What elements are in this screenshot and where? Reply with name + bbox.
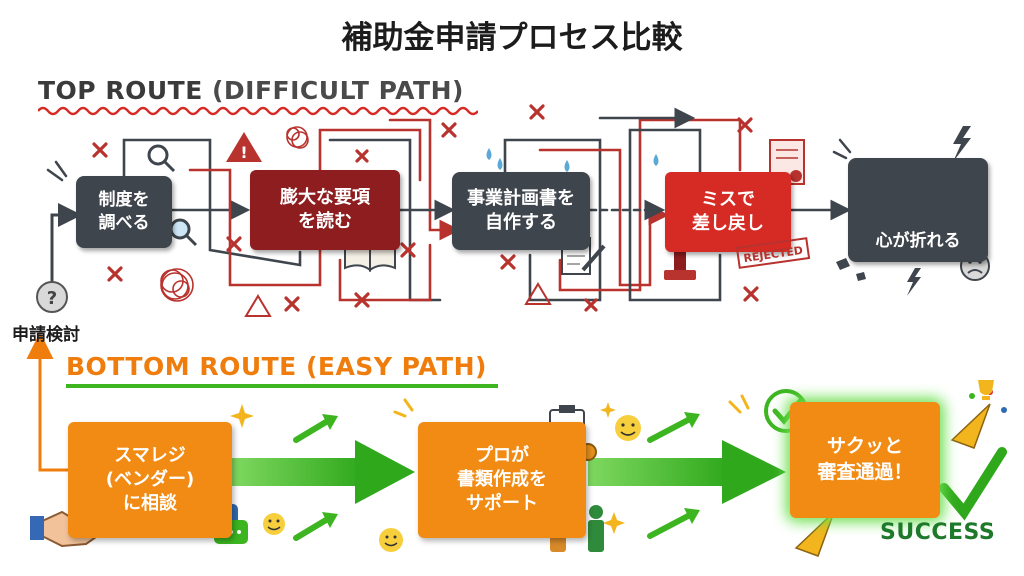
step-broken-heart-box: 心が折れる — [848, 158, 988, 262]
top-route-label-paren: (DIFFICULT PATH) — [211, 76, 464, 105]
step-consult-vendor-box: スマレジ (ベンダー) に相談 — [68, 422, 232, 538]
step-broken-heart-label: 心が折れる — [875, 230, 961, 251]
success-label: SUCCESS — [880, 520, 996, 545]
x-marks — [92, 104, 759, 312]
question-icon — [36, 281, 68, 313]
smiley-icon — [263, 415, 641, 552]
trophy-icon — [978, 380, 994, 400]
warning-icon-small — [244, 282, 552, 317]
step-rejected-box: ミスで 差し戻し — [665, 172, 791, 252]
step-pass-review-box: サクッと 審査通過！ — [790, 402, 940, 518]
svg-text:!: ! — [240, 143, 247, 162]
sparkle-icon — [230, 402, 625, 534]
small-green-arrows — [293, 417, 691, 541]
step-pro-support-box: プロが 書類作成を サポート — [418, 422, 586, 538]
stamp-icon — [664, 252, 696, 280]
svg-text:?: ? — [47, 288, 57, 309]
step-self-write-plan-box: 事業計画書を 自作する — [452, 172, 590, 250]
green-arrow-1 — [232, 440, 415, 504]
top-route-underline — [38, 106, 478, 116]
bottom-route-label: BOTTOM ROUTE (EASY PATH) — [66, 352, 487, 381]
top-route-label-main: TOP ROUTE — [38, 76, 212, 105]
start-connector — [50, 203, 82, 282]
top-route-label: TOP ROUTE (DIFFICULT PATH) — [38, 76, 464, 105]
page-title: 補助金申請プロセス比較 — [341, 20, 683, 56]
green-arrow-2 — [588, 440, 786, 504]
bottom-route-underline — [66, 384, 498, 388]
start-label: 申請検討 — [12, 325, 80, 345]
step-read-guidelines-box: 膨大な要項 を読む — [250, 170, 400, 250]
sweat-drops-icon — [486, 148, 659, 172]
warning-icon: ! — [226, 132, 262, 162]
bottom-start-connector — [38, 352, 68, 472]
scribble-icon — [160, 126, 309, 302]
big-check-icon — [939, 447, 1007, 521]
step-research-box: 制度を 調べる — [76, 176, 172, 248]
magnifier-icon — [147, 144, 198, 247]
lightning-icon — [836, 126, 971, 296]
